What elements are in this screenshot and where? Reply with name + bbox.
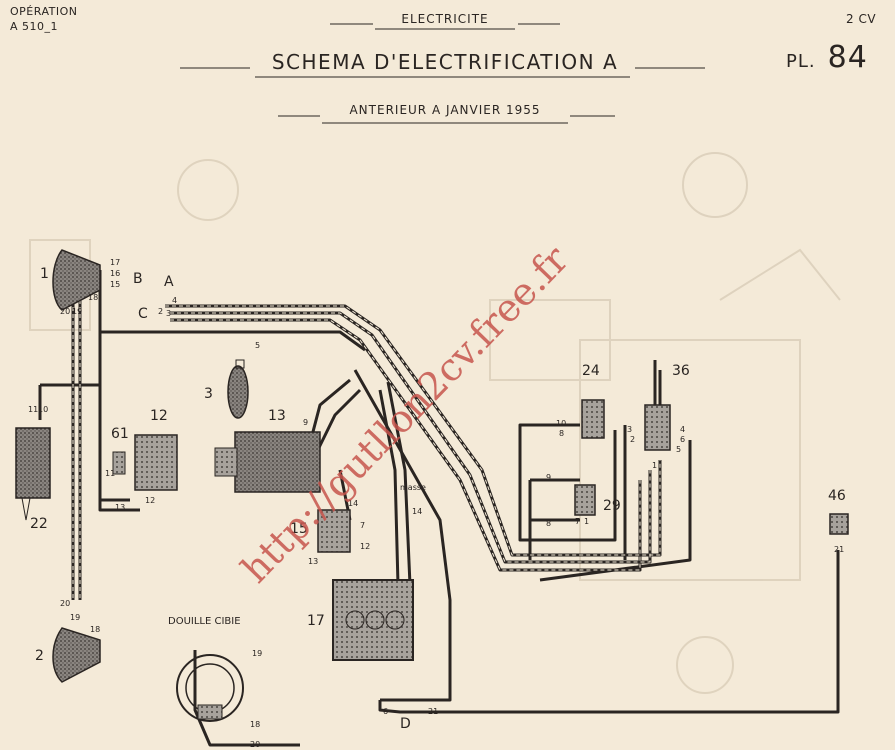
wire-num-14: 14	[348, 499, 358, 508]
component-coil-22	[15, 427, 51, 521]
label-c13: 13	[268, 408, 286, 424]
ghost-drawing	[29, 152, 841, 694]
wire-num-5b: 5	[676, 445, 681, 454]
label-c15: 15	[290, 521, 308, 537]
wire-num-13b: 13	[308, 557, 318, 566]
wire-num-9: 9	[303, 418, 308, 427]
page-title: SCHEMA D'ELECTRIFICATION A	[271, 50, 619, 74]
wire-num-18: 18	[88, 293, 98, 302]
wire-num-2: 2	[158, 307, 163, 316]
header-rules	[180, 23, 705, 124]
wire-num-18b: 18	[90, 625, 100, 634]
wire-num-4: 4	[172, 296, 177, 305]
operation-code: A 510_1	[10, 20, 59, 33]
wire-num-20b: 20	[60, 599, 70, 608]
wire-num-4b: 4	[680, 425, 685, 434]
label-c17: 17	[307, 613, 325, 629]
component-switch-24	[581, 399, 605, 439]
wire-num-20: 20	[60, 307, 70, 316]
wire-num-13: 13	[115, 503, 125, 512]
label-c46: 46	[828, 488, 846, 504]
connector-B: B	[133, 271, 143, 287]
component-dynamo-12	[134, 434, 178, 491]
wire-num-19: 19	[72, 307, 82, 316]
wire-num-8b: 8	[546, 519, 551, 528]
plate-number: 84	[827, 40, 868, 75]
wire-num-3b: 3	[627, 425, 632, 434]
component-lamp-46	[829, 513, 849, 535]
wire-num-1b: 1	[652, 461, 657, 470]
wire-num-12b: 12	[360, 542, 370, 551]
component-battery-17	[332, 579, 414, 661]
component-headlamp-2	[52, 627, 101, 683]
label-c2: 2	[35, 648, 44, 664]
wire-num-11b: 11	[105, 469, 115, 478]
wire-num-9b: 9	[546, 473, 551, 482]
connector-A: A	[164, 274, 174, 290]
component-regulator-15	[317, 509, 351, 553]
component-headlamp-1	[52, 249, 101, 311]
label-c1: 1	[40, 266, 49, 282]
wire-num-18c: 18	[250, 720, 260, 729]
wire-num-6: 6	[680, 435, 685, 444]
wire-num-8: 8	[559, 429, 564, 438]
wire-num-3: 3	[166, 309, 171, 318]
component-socket	[176, 654, 244, 722]
label-c29: 29	[603, 498, 621, 514]
label-c12: 12	[150, 408, 168, 424]
component-fuse-61	[112, 451, 126, 475]
label-c36: 36	[672, 363, 690, 379]
component-horn-3	[227, 359, 249, 419]
wire-num-7b: 7	[575, 517, 580, 526]
plate-prefix: PL.	[786, 51, 816, 72]
component-switch-29	[574, 484, 596, 516]
wire-num-1: 1	[584, 517, 589, 526]
wire-num-16: 16	[110, 269, 120, 278]
wire-num-17: 17	[110, 258, 120, 267]
operation-label: OPÉRATION	[10, 5, 78, 18]
label-c3: 3	[204, 386, 213, 402]
wire-num-12: 12	[145, 496, 155, 505]
wire-num-2b: 2	[630, 435, 635, 444]
wire-num-10: 10	[38, 405, 48, 414]
label-c61: 61	[111, 426, 129, 442]
wire-num-6b: 6	[383, 707, 388, 716]
wire-num-11: 11	[28, 405, 38, 414]
component-switch-36	[644, 404, 671, 451]
wire-num-19b: 19	[70, 613, 80, 622]
wire-num-21: 21	[834, 545, 844, 554]
wire-numbers: 17 16 15 18 20 19 2 3 4 5 11 10 9 11 12 …	[28, 258, 844, 749]
label-c22: 22	[30, 516, 48, 532]
component-starter-13	[214, 431, 321, 493]
component-labels: 1 2 3 12 13 15 17 22 24 29 36 46 61 A B …	[30, 266, 846, 732]
wire-num-7: 7	[360, 521, 365, 530]
model-label: 2 CV	[846, 12, 877, 26]
wire-harness	[38, 270, 840, 747]
wire-highlights	[72, 300, 661, 600]
wire-num-20c: 20	[250, 740, 260, 749]
connector-C: C	[138, 306, 148, 322]
socket-label: DOUILLE CIBIE	[168, 616, 241, 627]
section-title: ELECTRICITE	[401, 12, 489, 26]
label-c24: 24	[582, 363, 600, 379]
wire-num-21b: 21	[428, 707, 438, 716]
wire-num-19c: 19	[252, 649, 262, 658]
wire-num-5: 5	[255, 341, 260, 350]
wire-num-15: 15	[110, 280, 120, 289]
ground-label: masse	[400, 483, 426, 492]
plate-id: PL. 84	[786, 40, 868, 75]
wire-num-10b: 10	[556, 419, 566, 428]
wire-num-14b: 14	[412, 507, 422, 516]
page-subtitle: ANTERIEUR A JANVIER 1955	[349, 103, 541, 117]
connector-D: D	[400, 716, 411, 732]
